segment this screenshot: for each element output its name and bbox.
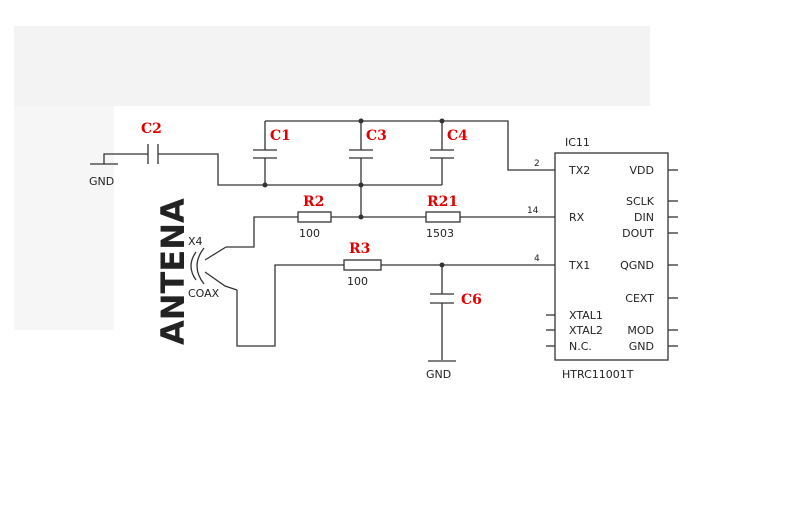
pin-number-tx2: 2	[534, 159, 540, 169]
value-r3: 100	[347, 275, 368, 288]
capacitor-c2-symbol	[147, 144, 159, 164]
pin-cext: CEXT	[625, 292, 654, 305]
pin-xtal1: XTAL1	[569, 309, 603, 322]
label-c2: C2	[141, 121, 162, 137]
coax-connector-symbol	[190, 247, 205, 285]
junctions	[262, 118, 445, 268]
label-c3: C3	[366, 128, 387, 144]
label-r21: R21	[427, 194, 458, 210]
antenna-ref: X4	[188, 235, 203, 248]
label-c6: C6	[461, 292, 482, 308]
resistor-r2-symbol	[297, 211, 332, 223]
value-r2: 100	[299, 227, 320, 240]
pin-mod: MOD	[627, 324, 654, 337]
pin-vdd: VDD	[630, 164, 654, 177]
resistor-r21-symbol	[425, 211, 461, 223]
label-r2: R2	[303, 194, 324, 210]
pin-tx1: TX1	[568, 259, 590, 272]
capacitor-c3-symbol	[349, 149, 373, 159]
ic-body	[554, 152, 669, 361]
label-r3: R3	[349, 241, 370, 257]
gnd-label-left: GND	[89, 175, 114, 188]
pin-nc: N.C.	[569, 340, 592, 353]
label-c4: C4	[447, 128, 468, 144]
pin-tx2: TX2	[568, 164, 590, 177]
pin-number-tx1: 4	[534, 254, 540, 264]
pin-gnd: GND	[629, 340, 654, 353]
ic-ref: IC11	[565, 136, 590, 149]
label-c1: C1	[270, 128, 291, 144]
resistor-r3-symbol	[343, 259, 382, 271]
pin-din: DIN	[634, 211, 654, 224]
pin-sclk: SCLK	[626, 195, 655, 208]
background-panel	[14, 26, 650, 106]
wires	[103, 120, 555, 360]
ic-part-number: HTRC11001T	[562, 368, 634, 381]
gnd-label-bottom: GND	[426, 368, 451, 381]
pin-rx: RX	[569, 211, 585, 224]
antenna-type: COAX	[188, 287, 220, 300]
ground-symbol-left	[90, 162, 118, 165]
capacitor-c4-symbol	[430, 149, 454, 159]
value-r21: 1503	[426, 227, 454, 240]
pin-qgnd: QGND	[620, 259, 654, 272]
capacitor-c6-symbol	[430, 293, 454, 304]
background-panel-left	[14, 106, 114, 330]
pin-xtal2: XTAL2	[569, 324, 603, 337]
pin-number-rx: 14	[527, 206, 539, 216]
ic-pin-stubs	[546, 169, 678, 347]
capacitor-c1-symbol	[253, 149, 277, 159]
pin-dout: DOUT	[622, 227, 654, 240]
antenna-label: ANTENA	[154, 198, 192, 345]
